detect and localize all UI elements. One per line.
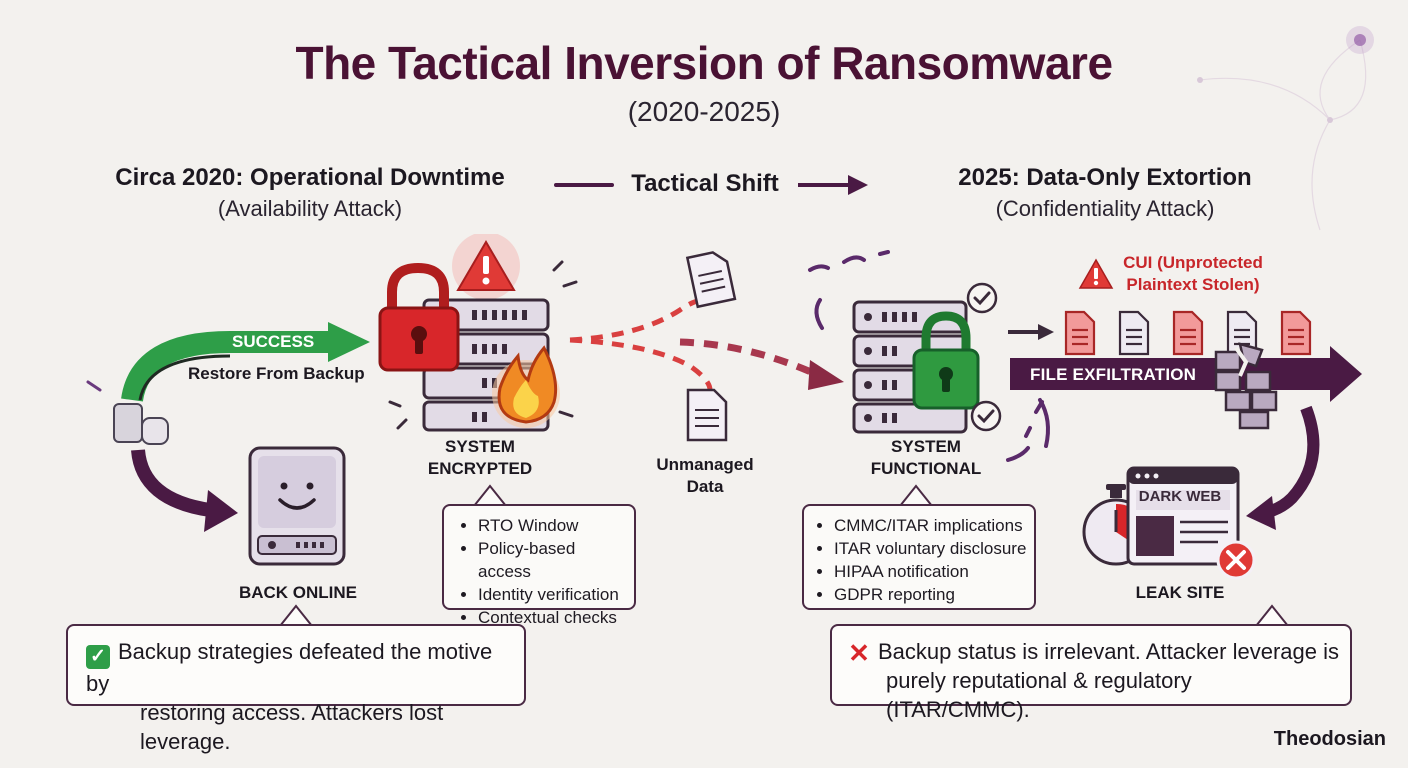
cross-icon: ✕	[848, 638, 870, 668]
right-phase-heading: 2025: Data-Only Extortion	[958, 164, 1252, 191]
note-line1: Backup strategies defeated the motive by	[86, 639, 493, 696]
happy-server-icon	[248, 446, 346, 566]
note-line2: restoring access. Attackers lost leverag…	[140, 700, 444, 754]
success-label: SUCCESS	[232, 332, 315, 351]
leak-site-label: LEAK SITE	[1135, 583, 1225, 602]
unmanaged-data-label: Unmanaged Data	[640, 454, 770, 498]
list-item: Contextual checks	[478, 606, 630, 629]
cui-warning-label: CUI (Unprotected Plaintext Stolen)	[1108, 252, 1278, 296]
check-icon: ✓	[86, 645, 110, 669]
system-encrypted-label: SYSTEM ENCRYPTED	[410, 436, 550, 480]
confidentiality-summary-note: ✕ Backup status is irrelevant. Attacker l…	[830, 624, 1352, 722]
cui-line2: Plaintext Stolen)	[1126, 275, 1260, 294]
unmanaged-data-line2: Data	[686, 477, 724, 496]
regulatory-implications-callout: CMMC/ITAR implications ITAR voluntary di…	[802, 504, 1036, 610]
availability-controls-callout: RTO Window Policy-based access Identity …	[442, 504, 636, 627]
list-item: Identity verification	[478, 583, 630, 606]
back-online-label: BACK ONLINE	[238, 583, 358, 602]
list-item: Policy-based access	[478, 537, 630, 583]
network-decoration	[1197, 26, 1374, 231]
note-line2: purely reputational & regulatory (ITAR/C…	[886, 668, 1192, 722]
exfiltration-flow	[1008, 310, 1362, 530]
availability-controls-list: RTO Window Policy-based access Identity …	[454, 514, 630, 629]
availability-summary-note: ✓Backup strategies defeated the motive b…	[66, 624, 526, 754]
system-functional-line1: SYSTEM	[891, 437, 961, 456]
restore-flow-arrows	[86, 322, 370, 532]
system-encrypted-line2: ENCRYPTED	[427, 459, 533, 478]
page-subtitle: (2020-2025)	[627, 96, 781, 127]
right-phase-subheading: (Confidentiality Attack)	[995, 196, 1215, 221]
list-item: GDPR reporting	[834, 583, 1030, 606]
brand-label: Theodosian	[1273, 728, 1386, 750]
regulatory-implications-list: CMMC/ITAR implications ITAR voluntary di…	[810, 514, 1030, 606]
left-phase-subheading: (Availability Attack)	[217, 196, 403, 221]
dark-web-label: DARK WEB	[1138, 488, 1222, 505]
warning-icon	[1078, 258, 1114, 289]
list-item: CMMC/ITAR implications	[834, 514, 1030, 537]
page-title: The Tactical Inversion of Ransomware	[295, 37, 1113, 89]
tactical-shift-arrow	[554, 175, 868, 195]
tactical-shift-label: Tactical Shift	[631, 170, 779, 197]
system-functional-line2: FUNCTIONAL	[870, 459, 982, 478]
data-leak-flow	[569, 251, 844, 442]
left-phase-heading: Circa 2020: Operational Downtime	[115, 164, 505, 191]
functional-server-icon	[852, 282, 1002, 434]
file-exfiltration-label: FILE EXFILTRATION	[1030, 365, 1197, 384]
list-item: ITAR voluntary disclosure	[834, 537, 1030, 560]
note-line1: Backup status is irrelevant. Attacker le…	[878, 639, 1339, 664]
restore-from-backup-label: Restore From Backup	[188, 364, 365, 383]
list-item: RTO Window	[478, 514, 630, 537]
leak-site-icon	[1082, 466, 1256, 580]
list-item: HIPAA notification	[834, 560, 1030, 583]
unmanaged-data-line1: Unmanaged	[656, 455, 754, 474]
system-encrypted-line1: SYSTEM	[445, 437, 515, 456]
system-functional-label: SYSTEM FUNCTIONAL	[856, 436, 996, 480]
backup-drive-icon	[113, 403, 169, 445]
cui-line1: CUI (Unprotected	[1123, 253, 1263, 272]
encrypted-server-icon	[378, 234, 578, 432]
